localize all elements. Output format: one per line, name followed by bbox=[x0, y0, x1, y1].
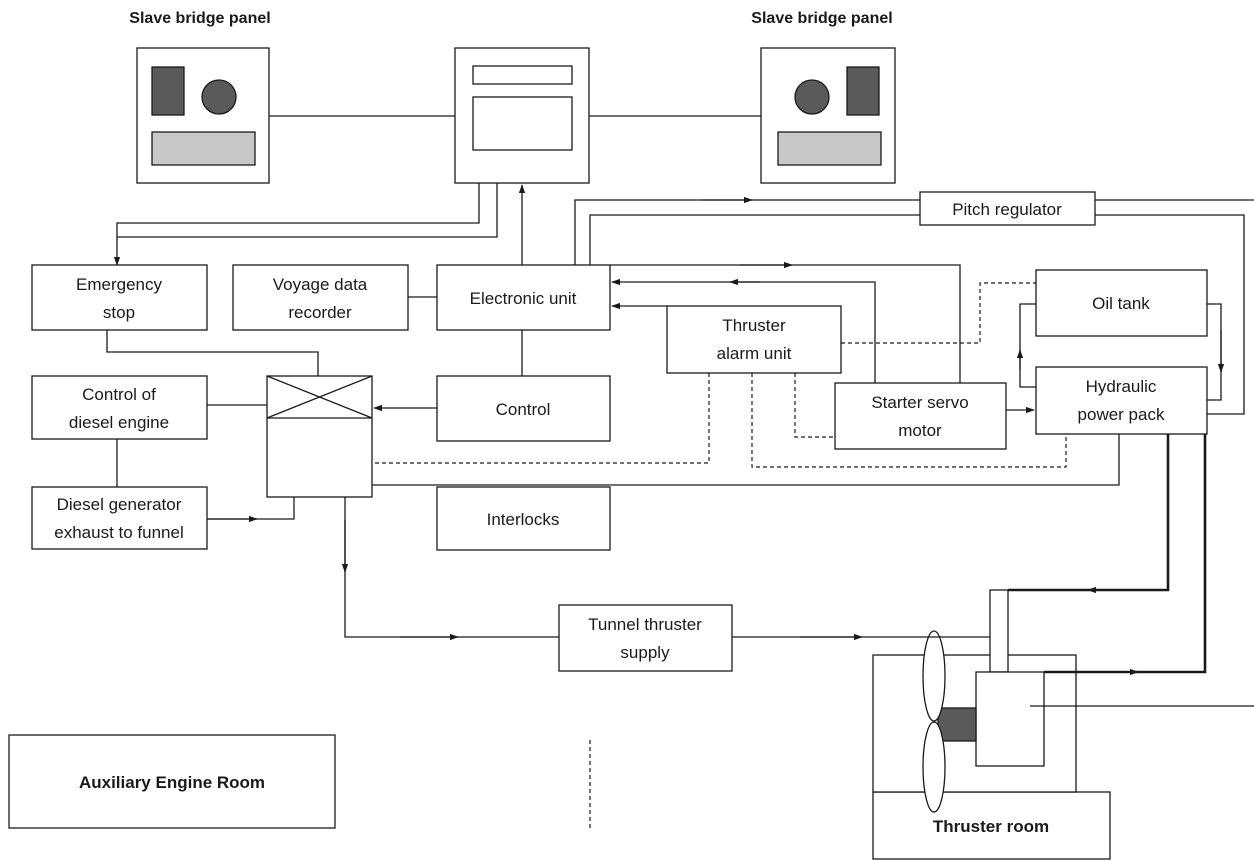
starter-servo-motor-label-1: Starter servo bbox=[871, 393, 968, 412]
voyage-data-recorder-label-1: Voyage data bbox=[273, 275, 368, 294]
master-to-electronic-link bbox=[117, 183, 498, 238]
interlocks-box bbox=[436, 486, 611, 551]
hydraulic-line-return bbox=[1044, 434, 1207, 674]
electronic-to-servo bbox=[610, 264, 961, 383]
pitch-regulator-box bbox=[919, 191, 1096, 226]
switchboard bbox=[266, 375, 373, 498]
tunnel-thruster-supply-box bbox=[558, 604, 733, 672]
emergency-stop-label-1: Emergency bbox=[76, 275, 162, 294]
thruster-alarm-unit-label-2: alarm unit bbox=[717, 344, 792, 363]
servo-to-electronic bbox=[611, 278, 876, 383]
thruster-assembly bbox=[872, 589, 1077, 813]
auxiliary-engine-room-box bbox=[8, 734, 336, 829]
interlocks-label: Interlocks bbox=[487, 510, 560, 529]
oil-tank-label: Oil tank bbox=[1092, 294, 1150, 313]
oil-tank-feed-loop bbox=[1207, 303, 1222, 401]
hydraulic-power-pack-box bbox=[1035, 366, 1208, 435]
emergency-stop-label-2: stop bbox=[103, 303, 135, 322]
right-panel-header: Slave bridge panel bbox=[751, 10, 892, 27]
auxiliary-engine-room-label: Auxiliary Engine Room bbox=[79, 773, 265, 792]
emergency-bus bbox=[113, 183, 480, 266]
tunnel-thruster-supply-label-1: Tunnel thruster bbox=[588, 615, 702, 634]
left-panel-header: Slave bridge panel bbox=[129, 10, 270, 27]
pitch-regulator-label: Pitch regulator bbox=[952, 200, 1062, 219]
master-bridge-panel bbox=[454, 47, 590, 184]
voyage-data-recorder-label-2: recorder bbox=[288, 303, 352, 322]
voyage-data-recorder-box bbox=[232, 264, 409, 331]
control-of-diesel-engine-box bbox=[31, 375, 208, 440]
thruster-alarm-unit-label-1: Thruster bbox=[722, 316, 786, 335]
right-slave-bridge-panel bbox=[760, 47, 896, 184]
alarm-to-servo bbox=[794, 373, 835, 438]
control-of-diesel-engine-label-1: Control of bbox=[82, 385, 156, 404]
pitch-supply-line bbox=[574, 199, 920, 265]
tunnel-thruster-supply-label-2: supply bbox=[620, 643, 670, 662]
left-slave-bridge-panel bbox=[136, 47, 270, 184]
estop-to-switchboard bbox=[106, 330, 319, 376]
control-of-diesel-engine-label-2: diesel engine bbox=[69, 413, 169, 432]
diesel-generator-exhaust-label-1: Diesel generator bbox=[57, 495, 182, 514]
hydraulic-power-pack-label-1: Hydraulic bbox=[1086, 377, 1157, 396]
thruster-room-label: Thruster room bbox=[933, 817, 1049, 836]
starter-servo-motor-box bbox=[834, 382, 1007, 450]
control-label: Control bbox=[496, 400, 551, 419]
emergency-stop-box bbox=[31, 264, 208, 331]
diesel-generator-exhaust-label-2: exhaust to funnel bbox=[54, 523, 183, 542]
pitch-to-power-pack-2 bbox=[1095, 214, 1245, 415]
electronic-unit-box bbox=[436, 264, 611, 331]
thruster-alarm-unit-box bbox=[666, 305, 842, 374]
thruster-room-box bbox=[872, 791, 1111, 860]
generator-to-switchboard bbox=[207, 497, 295, 520]
hydraulic-power-pack-label-2: power pack bbox=[1078, 405, 1165, 424]
oil-tank-return-loop bbox=[1019, 303, 1036, 388]
diesel-generator-exhaust-box bbox=[31, 486, 208, 550]
control-box bbox=[436, 375, 611, 442]
oil-tank-box bbox=[1035, 269, 1208, 337]
hydraulic-line-supply bbox=[1008, 434, 1170, 592]
alarm-to-oil-tank bbox=[841, 282, 1036, 344]
pitch-return-line bbox=[589, 214, 920, 265]
starter-servo-motor-label-2: motor bbox=[898, 421, 942, 440]
alarm-to-switchboard bbox=[372, 373, 710, 464]
electronic-unit-label: Electronic unit bbox=[470, 289, 577, 308]
switchboard-to-power-pack bbox=[372, 434, 1120, 486]
